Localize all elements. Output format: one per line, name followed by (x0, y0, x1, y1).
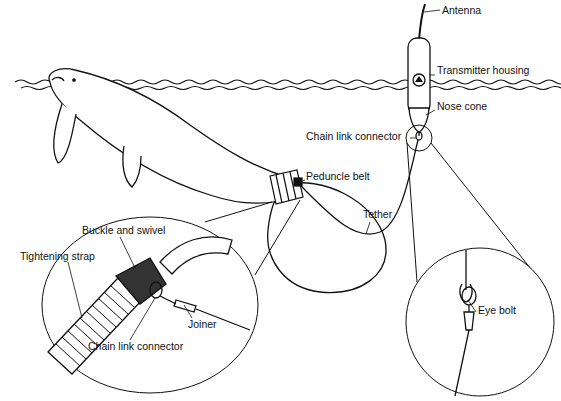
part-label: Nose cone (437, 100, 487, 112)
part-label: Joiner (188, 318, 217, 330)
leader-line (130, 298, 155, 340)
leader-line (468, 300, 476, 312)
manatee-flipper (123, 146, 141, 187)
detail-callout (406, 125, 554, 396)
detail-circle-large (406, 248, 554, 396)
belt-band (270, 170, 303, 204)
antenna-wire (419, 4, 425, 40)
leader-line (426, 110, 435, 115)
chain-link (416, 132, 422, 140)
tightening-strap (48, 278, 142, 374)
part-label: Tether (363, 208, 392, 220)
leader-line (298, 180, 305, 182)
joiner (174, 300, 250, 330)
manatee-snout (52, 77, 64, 81)
transmitter-housing (408, 38, 430, 114)
leader-line (366, 222, 370, 234)
detail-callout (42, 200, 300, 393)
part-label: Chain link connector (306, 130, 401, 142)
part-label: Peduncle belt (306, 170, 370, 182)
detail-ellipse (42, 217, 258, 393)
part-label: Antenna (442, 4, 481, 16)
housing-logo (413, 74, 425, 86)
part-label: Eye bolt (478, 304, 516, 316)
detail-line (407, 143, 417, 282)
manatee-eye (73, 79, 75, 81)
manatee-flipper (54, 104, 76, 163)
part-label: Transmitter housing (437, 64, 529, 76)
manatee-body (49, 69, 296, 203)
leader-line (120, 237, 135, 268)
detail-line (255, 200, 300, 275)
leader-line (424, 10, 440, 12)
chain-link (150, 282, 176, 304)
eye-bolt (455, 250, 476, 396)
detail-line (205, 202, 272, 222)
leader-line (429, 75, 435, 76)
belt-wrap (276, 172, 296, 203)
housing-logo-mark (415, 76, 423, 82)
transmitter (408, 4, 430, 140)
eye-bolt-loop (460, 284, 472, 302)
leader-line (184, 305, 192, 318)
leader-line (68, 262, 82, 318)
part-label: Buckle and swivel (82, 224, 165, 236)
nose-cone (409, 108, 429, 132)
detail-circle-small (406, 125, 432, 151)
leader-line (410, 138, 416, 139)
part-label: Tightening strap (20, 250, 95, 262)
swivel-hook (160, 237, 232, 274)
peduncle-belt (270, 170, 303, 204)
tether-line (301, 140, 418, 234)
leader-lines (68, 10, 476, 340)
strap-hatching (56, 285, 134, 366)
part-label: Chain link connector (88, 340, 183, 352)
